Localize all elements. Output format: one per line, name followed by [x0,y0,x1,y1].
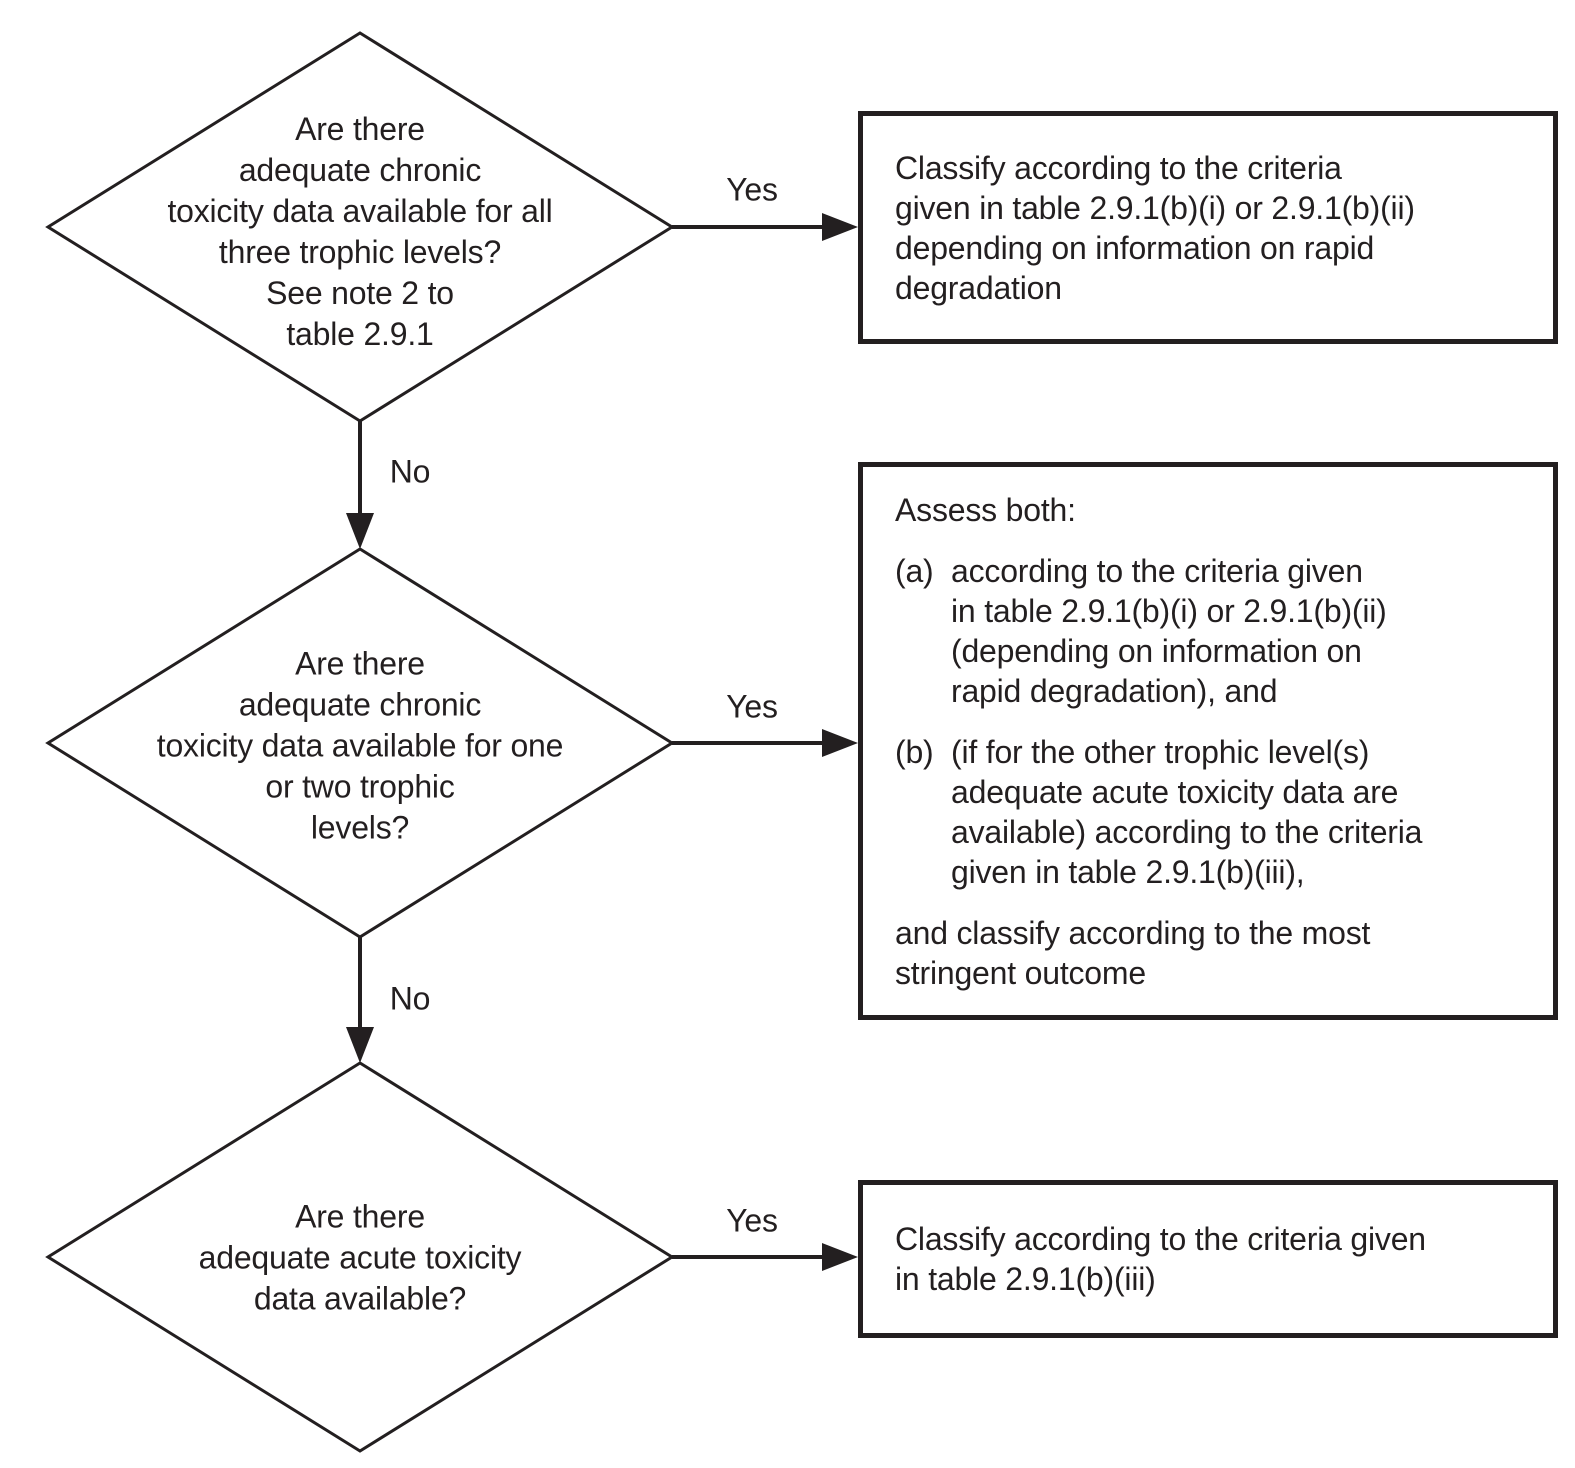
text-line: adequate chronic [238,152,482,188]
text-line: adequate acute toxicity data are [951,773,1399,810]
text-line: toxicity data available for one [156,727,564,764]
text-line: Classify according to the criteria [895,149,1342,186]
decision-diamond-acute [45,1061,675,1453]
assess-both-outro: and classify according to the most strin… [895,913,1529,993]
text-line: and classify according to the most [895,914,1371,951]
text-line: degradation [895,269,1062,306]
decision-text-chronic-all-three: Are there adequate chronic toxicity data… [167,109,552,355]
edge-label-no-2: No [389,980,431,1017]
text-line: in table 2.9.1(b)(iii) [895,1261,1156,1297]
text-line: Are there [295,1198,425,1235]
text-line: depending on information on rapid [895,229,1375,266]
list-marker: (a) [895,552,934,589]
text-line: Are there [295,645,425,682]
assess-item-b: (b) (if for the other trophic level(s) a… [895,732,1529,892]
text-line: Are there [295,111,425,147]
edge-label-yes-3: Yes [726,1202,778,1239]
result-box-classify-acute: Classify according to the criteria given… [858,1180,1558,1338]
arrow-yes-3-head [822,1243,858,1271]
text-line: in table 2.9.1(b)(i) or 2.9.1(b)(ii) [951,592,1387,629]
assess-item-a: (a) according to the criteria given in t… [895,551,1529,711]
list-item-text: (if for the other trophic level(s) adequ… [951,732,1422,892]
text-line: according to the criteria given [951,552,1363,589]
result-box-classify-chronic: Classify according to the criteria given… [858,111,1558,344]
arrow-yes-1-head [822,213,858,241]
text-line: three trophic levels? [218,234,502,270]
arrow-no-2-head [346,1027,374,1063]
text-line: adequate acute toxicity [198,1239,522,1276]
list-item-text: according to the criteria given in table… [951,551,1387,711]
edge-label-yes-2: Yes [726,688,778,725]
arrow-no-1-head [346,513,374,549]
list-marker: (b) [895,733,934,770]
edge-label-yes-1: Yes [726,171,778,208]
text-line: toxicity data available for all [167,193,553,229]
decision-text-chronic-one-two: Are there adequate chronic toxicity data… [157,644,564,849]
arrow-yes-2-head [822,729,858,757]
text-line: stringent outcome [895,954,1146,991]
assess-both-intro: Assess both: [895,491,1076,528]
result-box-assess-both: Assess both: (a) according to the criter… [858,462,1558,1020]
decision-text-acute: Are there adequate acute toxicity data a… [199,1197,522,1320]
text-line: given in table 2.9.1(b)(iii), [951,853,1305,890]
text-line: adequate chronic [238,686,482,723]
text-line: rapid degradation), and [951,672,1278,709]
text-line: levels? [310,809,410,846]
text-line: (depending on information on [951,632,1362,669]
text-line: available) according to the criteria [951,813,1423,850]
text-line: table 2.9.1 [286,316,434,352]
edge-label-no-1: No [389,453,431,490]
text-line: given in table 2.9.1(b)(i) or 2.9.1(b)(i… [895,189,1415,226]
text-line: Classify according to the criteria given [895,1221,1426,1257]
text-line: data available? [253,1280,467,1317]
text-line: See note 2 to [266,275,454,311]
text-line: or two trophic [265,768,455,805]
text-line: (if for the other trophic level(s) [951,733,1370,770]
